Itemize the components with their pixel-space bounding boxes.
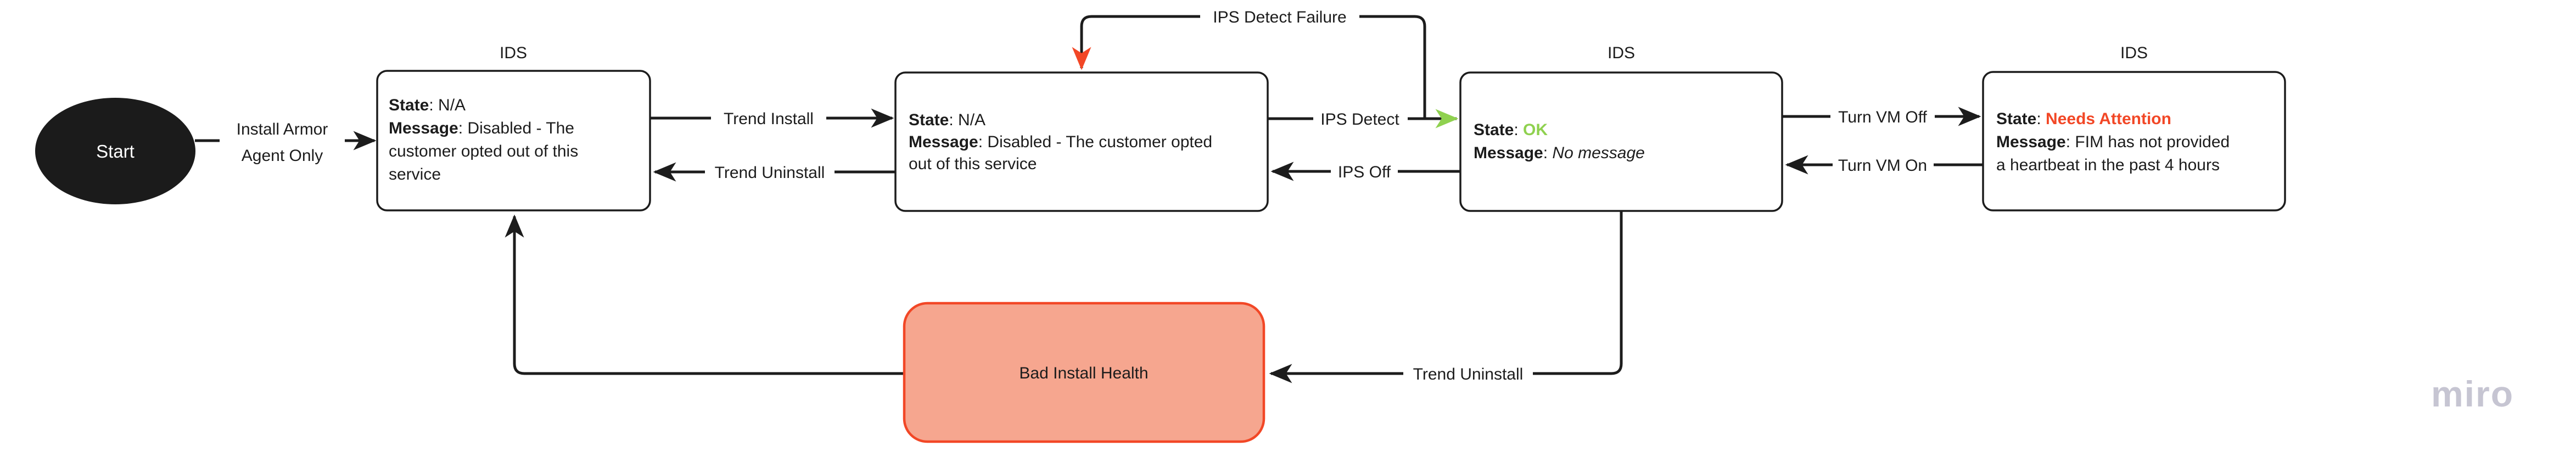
miro-logo: miro [2431, 374, 2514, 414]
node-title-ids1: IDS [500, 44, 527, 62]
ids4-message-label: Message [1996, 133, 2066, 151]
label-mask [1331, 159, 1398, 184]
edge-label-install-armor-line1: Install Armor [237, 120, 328, 138]
edge-bad-install-to-ids1[interactable] [505, 214, 904, 375]
ids3-state-line: State: OK [1474, 121, 1548, 139]
node-title-ids3: IDS [1608, 44, 1635, 62]
ids1-message-line: Message: Disabled - The [389, 119, 574, 137]
node-ids-needs-attention[interactable]: IDS State: Needs Attention Message: FIM … [1982, 44, 2286, 211]
label-mask [1833, 152, 1934, 177]
edge-trend-uninstall-top[interactable]: Trend Uninstall [653, 159, 895, 185]
edge-label-install-armor-line2: Agent Only [242, 147, 323, 165]
ids4-message-line: Message: FIM has not provided [1996, 133, 2230, 151]
ids1-message-line4: service [389, 165, 441, 183]
ids4-message-value: : FIM has not provided [2066, 133, 2230, 151]
ids2-state-line: State: N/A [909, 111, 985, 129]
edge-label-turn-vm-on: Turn VM On [1838, 157, 1927, 175]
ids1-message-value: : Disabled - The [458, 119, 574, 137]
label-mask [1200, 4, 1359, 29]
edge-label-trend-uninstall-top: Trend Uninstall [715, 164, 825, 182]
ids3-message-line: Message: No message [1474, 144, 1645, 162]
ids4-state-sep: : [2036, 110, 2046, 128]
node-title-ids4: IDS [2120, 44, 2148, 62]
label-mask [220, 113, 345, 168]
ids2-state-value: : N/A [949, 111, 985, 129]
ids1-state-label: State [389, 96, 429, 114]
label-mask [1313, 106, 1408, 131]
ids1-state-line: State: N/A [389, 96, 466, 114]
label-mask [1830, 104, 1935, 129]
edge-ips-detect-failure[interactable]: IPS Detect Failure [1072, 4, 1426, 119]
edge-trend-install[interactable]: Trend Install [650, 105, 894, 131]
ids4-state-line: State: Needs Attention [1996, 110, 2171, 128]
ids2-message-line3: out of this service [909, 155, 1037, 173]
start-ellipse[interactable] [35, 98, 195, 204]
node-ids-disabled-2[interactable]: State: N/A Message: Disabled - The custo… [894, 71, 1269, 212]
node-rect-ids4[interactable] [1982, 71, 2286, 211]
ids4-state-value-needs-attention: Needs Attention [2046, 110, 2171, 128]
edge-ips-off[interactable]: IPS Off [1270, 159, 1460, 184]
label-mask [705, 159, 835, 185]
label-mask [1403, 361, 1533, 386]
node-rect-ids2[interactable] [894, 71, 1269, 212]
edge-turn-vm-on[interactable]: Turn VM On [1785, 152, 1983, 177]
ids3-message-label: Message [1474, 144, 1543, 162]
edge-label-trend-install: Trend Install [724, 110, 814, 128]
edge-line[interactable] [1269, 211, 1623, 383]
ids3-state-value-ok: OK [1523, 121, 1548, 139]
edge-label-trend-uninstall-bottom: Trend Uninstall [1413, 365, 1524, 383]
label-mask [711, 105, 826, 131]
start-label: Start [96, 141, 135, 161]
edge-label-ips-detect: IPS Detect [1320, 110, 1399, 129]
edge-label-ips-off: IPS Off [1338, 163, 1391, 181]
ids3-state-sep: : [1514, 121, 1523, 139]
ids3-message-sep: : [1543, 144, 1553, 162]
edge-label-ips-detect-failure: IPS Detect Failure [1213, 8, 1346, 26]
ids1-state-value: : N/A [429, 96, 466, 114]
bad-install-health-label: Bad Install Health [1019, 364, 1148, 382]
ids2-state-label: State [909, 111, 949, 129]
node-rect-bad-install-health[interactable] [903, 302, 1265, 443]
node-ids-disabled-1[interactable]: IDS State: N/A Message: Disabled - The c… [376, 44, 651, 211]
edge-trend-uninstall-bottom[interactable]: Trend Uninstall [1269, 211, 1623, 386]
node-start[interactable]: Start [35, 98, 195, 204]
ids3-message-value: No message [1552, 144, 1644, 162]
edge-turn-vm-off[interactable]: Turn VM Off [1782, 104, 1981, 129]
edge-line[interactable] [505, 214, 904, 375]
ids3-state-label: State [1474, 121, 1514, 139]
ids4-message-line3: a heartbeat in the past 4 hours [1996, 156, 2220, 174]
ids1-message-line3: customer opted out of this [389, 142, 578, 160]
ids4-state-label: State [1996, 110, 2036, 128]
ids2-message-value: : Disabled - The customer opted [978, 133, 1212, 151]
node-ids-ok[interactable]: IDS State: OK Message: No message [1459, 44, 1783, 212]
node-rect-ids1[interactable] [376, 70, 651, 211]
node-bad-install-health[interactable]: Bad Install Health [903, 302, 1265, 443]
edge-ips-detect[interactable]: IPS Detect [1268, 106, 1459, 131]
ids2-message-line: Message: Disabled - The customer opted [909, 133, 1212, 151]
node-rect-ids3[interactable] [1459, 71, 1783, 212]
ids2-message-label: Message [909, 133, 978, 151]
edge-install-armor-agent-only[interactable]: Install Armor Agent Only [195, 113, 377, 168]
ids1-message-label: Message [389, 119, 458, 137]
edge-label-turn-vm-off: Turn VM Off [1838, 108, 1927, 126]
